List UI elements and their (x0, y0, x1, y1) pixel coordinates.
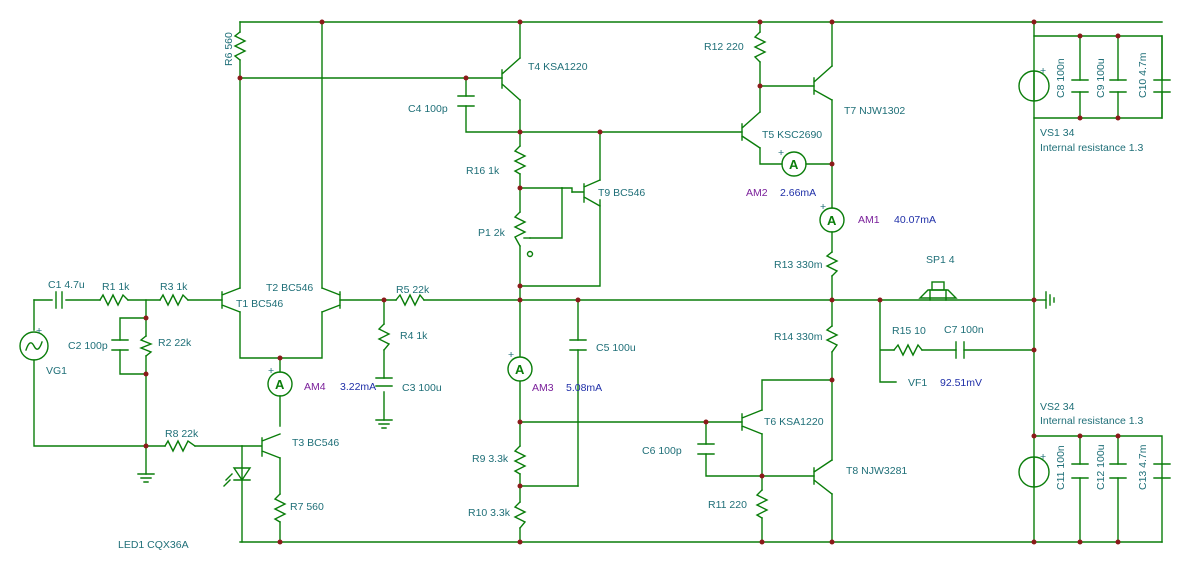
label-t2: T2 BC546 (266, 282, 313, 294)
label-am1: AM1 (858, 214, 880, 226)
supply-labels: VS1 34 Internal resistance 1.3 VS2 34 In… (1040, 127, 1143, 427)
ammeter-am2-icon (781, 151, 807, 177)
speaker-icon (931, 281, 945, 291)
label-r15: R15 10 (892, 325, 926, 337)
label-am4: AM4 (304, 381, 326, 393)
label-vs1-resistance: Internal resistance 1.3 (1040, 142, 1143, 154)
value-am2: 2.66mA (780, 187, 816, 199)
label-vg1: VG1 (46, 365, 67, 377)
am2-plus: + (778, 147, 784, 159)
label-c5: C5 100u (596, 342, 636, 354)
label-r5: R5 22k (396, 284, 430, 296)
label-r10: R10 3.3k (468, 507, 511, 519)
label-c4: C4 100p (408, 103, 448, 115)
label-am2: AM2 (746, 187, 768, 199)
dc-source-icon-vs2 (1018, 456, 1050, 488)
misc-parts (223, 237, 958, 487)
ammeter-am1-symbol: A (827, 213, 837, 228)
label-c12: C12 100u (1095, 444, 1107, 490)
component-labels: C1 4.7u R1 1k R3 1k C2 100p R2 22k VG1 R… (46, 32, 1149, 551)
label-c10: C10 4.7m (1137, 52, 1149, 98)
label-t1: T1 BC546 (236, 298, 283, 310)
ground-symbols (137, 291, 1055, 483)
meter-readouts: AM4 3.22mA AM3 5.08mA AM2 2.66mA AM1 40.… (304, 187, 982, 394)
dc-source-icon-vs1 (1018, 70, 1050, 102)
ammeter-am2-symbol: A (789, 157, 799, 172)
label-r11: R11 220 (708, 499, 747, 511)
label-r4: R4 1k (400, 330, 428, 342)
label-r2: R2 22k (158, 337, 192, 349)
label-t5: T5 KSC2690 (762, 129, 822, 141)
label-vf1: VF1 (908, 377, 927, 389)
junction-dots (143, 19, 1121, 545)
label-c9: C9 100u (1095, 58, 1107, 98)
label-r3: R3 1k (160, 281, 188, 293)
vg1-plus: + (36, 325, 42, 337)
label-am3: AM3 (532, 382, 554, 394)
label-c8: C8 100n (1055, 58, 1067, 98)
label-r16: R16 1k (466, 165, 500, 177)
label-r9: R9 3.3k (472, 453, 509, 465)
label-r6: R6 560 (223, 32, 235, 66)
label-sp1: SP1 4 (926, 254, 955, 266)
label-r7: R7 560 (290, 501, 324, 513)
label-c1: C1 4.7u (48, 279, 85, 291)
ammeter-am3-icon (507, 356, 533, 382)
label-r14: R14 330m (774, 331, 823, 343)
label-t3: T3 BC546 (292, 437, 339, 449)
label-vs2: VS2 34 (1040, 401, 1075, 413)
label-t4: T4 KSA1220 (528, 61, 588, 73)
label-r13: R13 330m (774, 259, 823, 271)
label-vs2-resistance: Internal resistance 1.3 (1040, 415, 1143, 427)
voltage-sources (19, 70, 1050, 488)
am3-plus: + (508, 349, 514, 361)
label-r1: R1 1k (102, 281, 130, 293)
label-c2: C2 100p (68, 340, 108, 352)
label-c11: C11 100n (1055, 445, 1067, 490)
wires (33, 21, 1163, 543)
am1-plus: + (820, 201, 826, 213)
label-c6: C6 100p (642, 445, 682, 457)
signal-generator-icon (19, 331, 49, 361)
label-p1: P1 2k (478, 227, 506, 239)
label-t9: T9 BC546 (598, 187, 645, 199)
label-r12: R12 220 (704, 41, 744, 53)
ammeters (267, 151, 845, 397)
label-vs1: VS1 34 (1040, 127, 1075, 139)
vs2-plus: + (1040, 451, 1046, 463)
vs1-plus: + (1040, 65, 1046, 77)
value-am1: 40.07mA (894, 214, 936, 226)
resistors (99, 31, 923, 529)
transistors (221, 57, 833, 495)
ammeter-am3-symbol: A (515, 362, 525, 377)
label-c13: C13 4.7m (1137, 444, 1149, 490)
label-t8: T8 NJW3281 (846, 465, 907, 477)
led-icon (232, 467, 252, 482)
label-c7: C7 100n (944, 324, 984, 336)
label-led1: LED1 CQX36A (118, 539, 189, 551)
ammeter-am4-symbol: A (275, 377, 285, 392)
am4-plus: + (268, 365, 274, 377)
ammeter-am4-icon (267, 371, 293, 397)
capacitors (55, 79, 1171, 479)
value-vf1: 92.51mV (940, 377, 982, 389)
value-am3: 5.08mA (566, 382, 602, 394)
ammeter-am1-icon (819, 207, 845, 233)
label-c3: C3 100u (402, 382, 442, 394)
label-r8: R8 22k (165, 428, 199, 440)
polarity-marks: + + + + + + + (36, 65, 1046, 463)
label-t6: T6 KSA1220 (764, 416, 824, 428)
label-t7: T7 NJW1302 (844, 105, 905, 117)
value-am4: 3.22mA (340, 381, 376, 393)
